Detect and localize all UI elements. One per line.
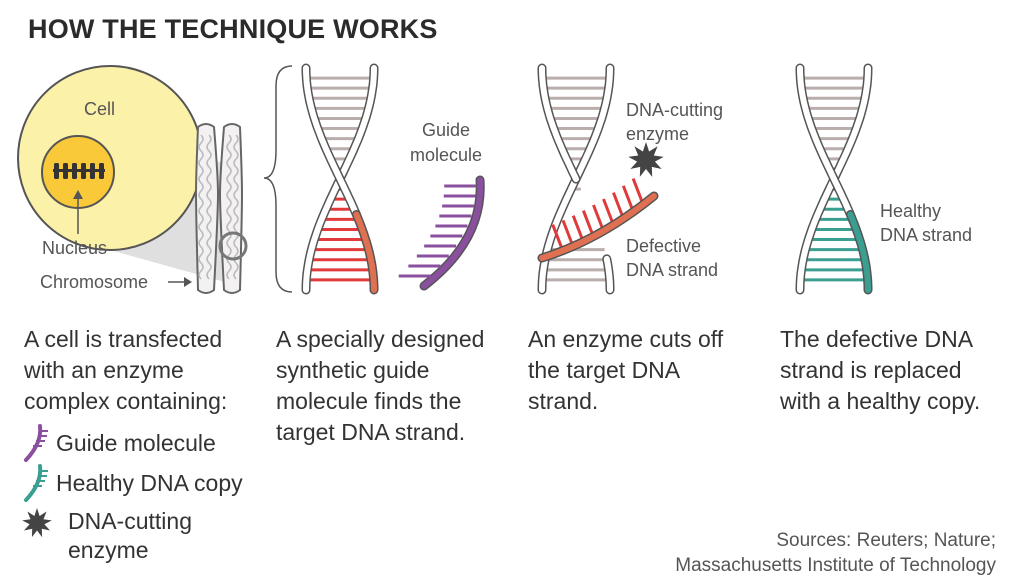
healthy-label-1: Healthy [880,201,942,221]
arrow-right-icon [184,277,192,287]
guide-molecule-label-2: molecule [410,145,483,165]
enzyme-label-1: DNA-cutting [626,100,724,120]
step-3-text: An enzyme cuts off the target DNA strand… [528,326,724,414]
cell-label: Cell [84,99,116,119]
defective-base [612,192,625,220]
defective-label-2: DNA strand [626,260,719,280]
guide-backbone [421,177,484,289]
magnify-circle [218,231,248,261]
defective-backbone [539,193,657,261]
defective-base [602,198,615,226]
healthy-label-2: DNA strand [880,225,973,245]
dna-backbone [539,65,579,182]
defective-strand-icon [537,178,659,263]
enzyme-icon [628,142,664,177]
step-2-text: A specially designed synthetic guide mol… [276,326,485,445]
chromosome-arm-right [218,123,244,294]
legend-item-healthy: Healthy DNA copy [20,463,243,503]
chromatin-texture [198,134,204,280]
defective-base [592,204,605,232]
step-1-text: A cell is transfected with an enzyme com… [24,326,228,414]
defective-base [571,215,585,243]
defective-backbone [353,211,377,293]
guide-molecule-label-1: Guide [422,120,471,140]
chromosome-label: Chromosome [40,272,149,292]
dna-helix-target [301,63,379,295]
zoom-brace [263,65,293,293]
healthy-dna-legend-icon [24,464,48,502]
sources-note: Sources: Reuters; Nature; Massachusetts … [675,530,996,576]
defective-base [561,219,575,247]
cell-chromosome-panel [17,65,293,294]
arrow-up-icon [73,190,83,199]
defective-base [581,209,595,238]
defective-label-1: Defective [626,236,702,256]
legend-item-enzyme: DNA-cutting enzyme [20,507,192,565]
dna-helix-repaired [795,63,873,295]
guide-molecule-legend-icon [24,424,48,462]
guide-molecule-icon [398,175,485,291]
page-title: HOW THE TECHNIQUE WORKS [28,14,438,44]
dna-backbone [797,65,854,218]
enzyme-legend-icon [22,508,52,538]
mini-chromosomes-icon [53,163,105,179]
step-4-text: The defective DNA strand is replaced wit… [780,326,981,414]
enzyme-label-2: enzyme [626,124,690,144]
nucleus-label: Nucleus [42,238,108,258]
defective-base [551,224,565,252]
legend-item-guide: Guide molecule [20,423,216,463]
dna-backbone [303,65,360,218]
healthy-backbone [847,211,871,293]
dna-backbone [603,255,613,293]
